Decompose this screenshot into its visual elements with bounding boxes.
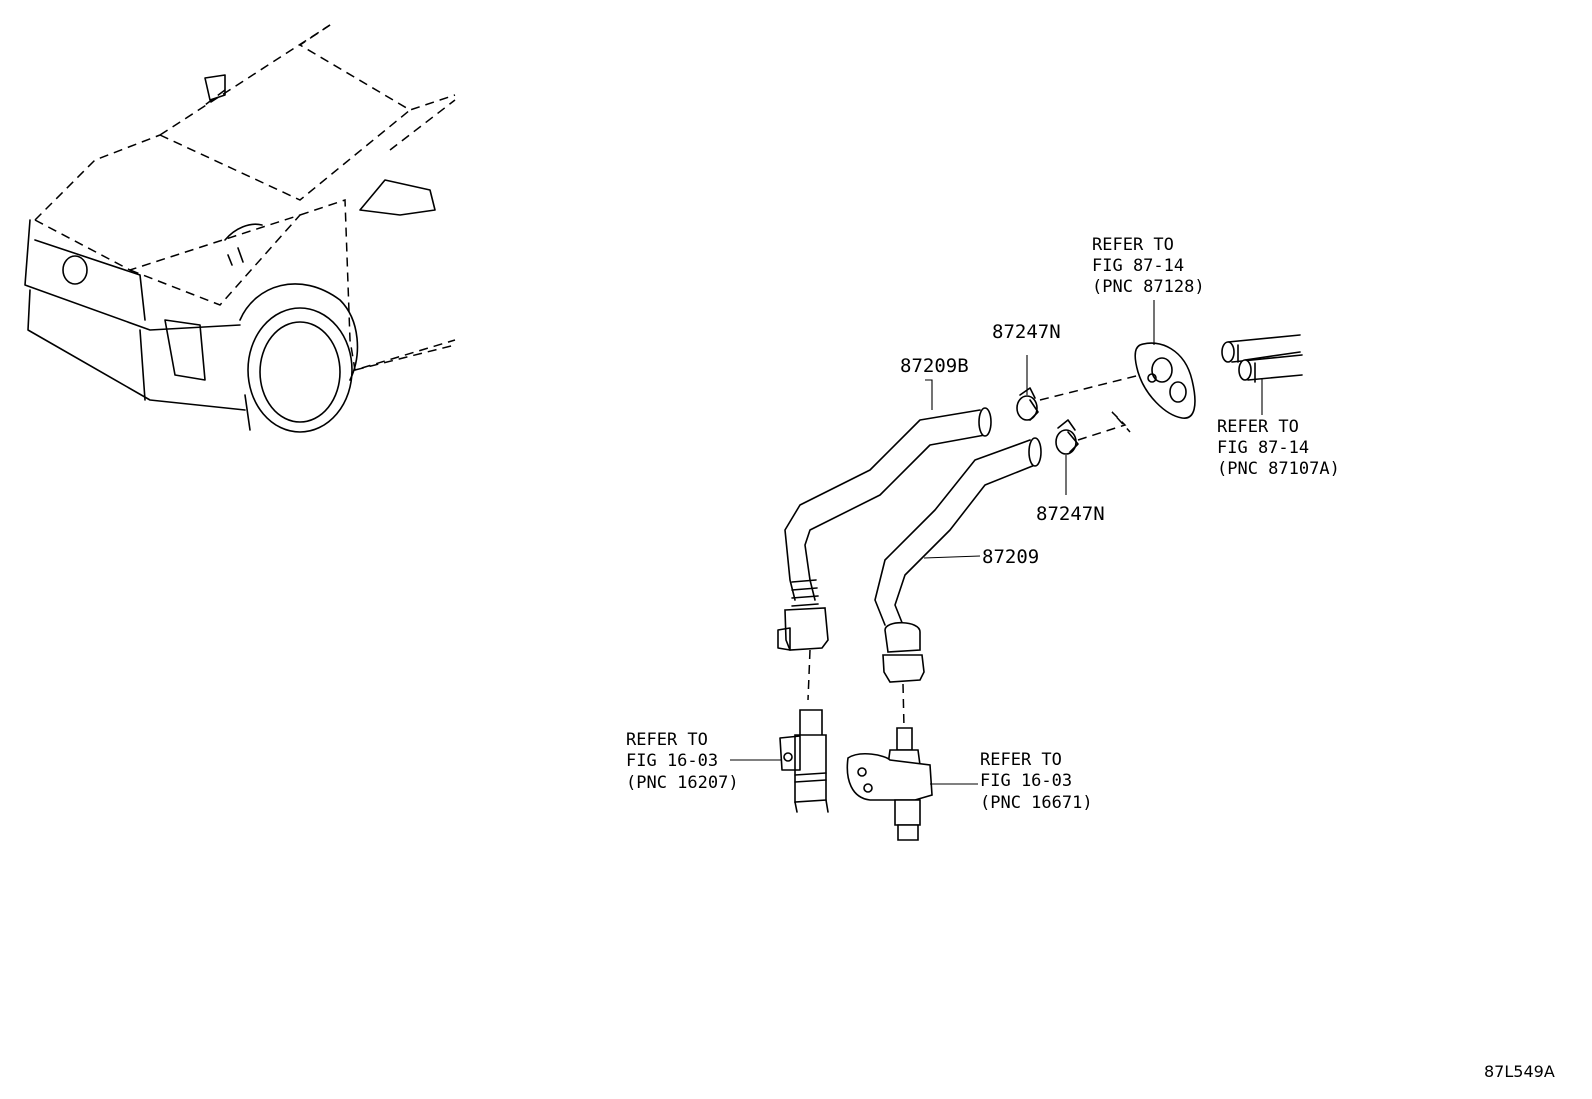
reference-16671-line3: (PNC 16671) <box>980 793 1093 813</box>
reference-87107a: REFER TO FIG 87-14 (PNC 87107A) <box>1217 417 1340 479</box>
reference-16207-line1: REFER TO <box>626 730 708 750</box>
dash-clamp-upper <box>1039 374 1141 401</box>
vehicle-locator-illustration <box>24 24 456 433</box>
reference-16207-line2: FIG 16-03 <box>626 751 718 771</box>
leader-lines <box>730 300 1263 785</box>
reference-87128-line3: (PNC 87128) <box>1092 277 1205 297</box>
reference-16207-line3: (PNC 16207) <box>626 773 739 793</box>
diagram-code: 87L549A <box>1484 1062 1555 1081</box>
clamp-87247n-lower[interactable] <box>1055 419 1079 455</box>
reference-16671-line1: REFER TO <box>980 750 1062 770</box>
dash-clamp-lower <box>1077 411 1131 441</box>
reference-87107a-line1: REFER TO <box>1217 417 1299 437</box>
hose-87209[interactable] <box>874 437 1042 683</box>
pipe-fitting-16207[interactable] <box>779 709 829 813</box>
reference-16671-line2: FIG 16-03 <box>980 771 1072 791</box>
reference-87107a-line2: FIG 87-14 <box>1217 438 1309 458</box>
hose-87209b[interactable] <box>777 407 992 651</box>
dash-connector-87209 <box>902 683 905 729</box>
reference-87128-line1: REFER TO <box>1092 235 1174 255</box>
reference-16671: REFER TO FIG 16-03 (PNC 16671) <box>980 750 1093 813</box>
water-valve-16671[interactable] <box>846 727 933 841</box>
reference-16207: REFER TO FIG 16-03 (PNC 16207) <box>626 730 739 793</box>
part-label-87247n-upper: 87247N <box>992 321 1061 343</box>
part-label-87247n-lower: 87247N <box>1036 503 1105 525</box>
grommet-87128[interactable] <box>1134 342 1196 419</box>
heater-pipes-87107a[interactable] <box>1221 334 1303 383</box>
dash-connector-87209b <box>807 649 811 701</box>
clamp-87247n-upper[interactable] <box>1016 387 1039 421</box>
reference-87128-line2: FIG 87-14 <box>1092 256 1184 276</box>
reference-87107a-line3: (PNC 87107A) <box>1217 459 1340 479</box>
part-label-87209: 87209 <box>982 546 1039 568</box>
reference-87128: REFER TO FIG 87-14 (PNC 87128) <box>1092 235 1205 297</box>
part-label-87209b: 87209B <box>900 355 969 377</box>
